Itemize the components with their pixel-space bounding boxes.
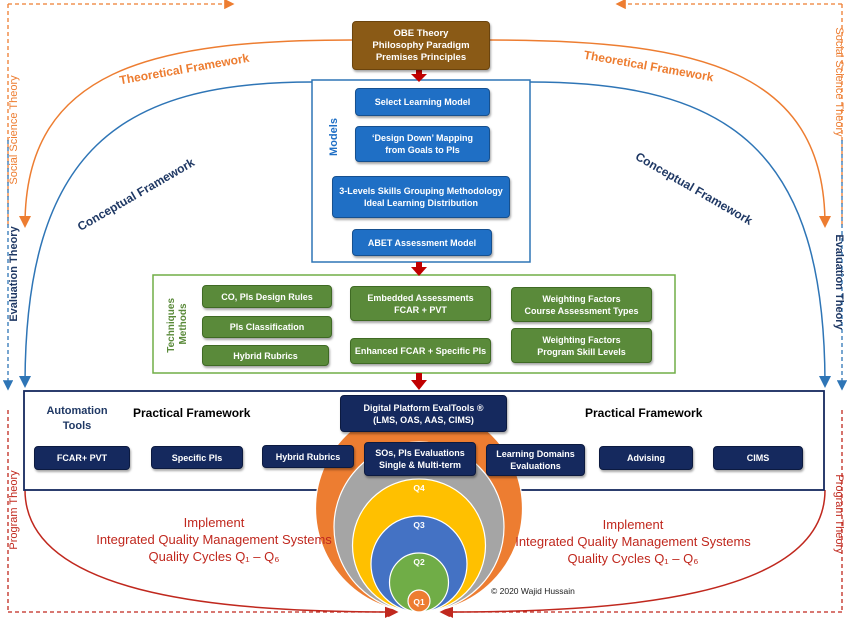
techniques-label-line1: Techniques [166, 298, 177, 353]
technique-pis-classification: PIs Classification [202, 316, 332, 338]
digital-platform-evaltools: Digital Platform EvalTools ® (LMS, OAS, … [340, 395, 507, 432]
model-select-learning: Select Learning Model [355, 88, 490, 116]
program-theory-left: Program Theory [8, 470, 20, 550]
social-science-theory-right: Social Science Theory [833, 27, 845, 137]
technique-hybrid-rubrics: Hybrid Rubrics [202, 345, 329, 366]
technique-weighting-course: Weighting Factors Course Assessment Type… [511, 287, 652, 322]
technique-embedded-assessments: Embedded Assessments FCAR + PVT [350, 286, 491, 321]
model-design-down-mapping: ‘Design Down’ Mapping from Goals to PIs [355, 126, 490, 162]
techniques-frame [152, 274, 676, 374]
models-label: Models [328, 118, 340, 156]
automation-tools-label: Automation Tools [46, 405, 108, 432]
theoretical-arc-left [19, 39, 353, 228]
implement-right-line1: Implement [602, 517, 664, 532]
conceptual-framework-right: Conceptual Framework [633, 149, 755, 228]
tool-specific-pis: Specific PIs [151, 446, 243, 469]
social-science-theory-left: Social Science Theory [8, 75, 20, 185]
implement-left-line1: Implement [183, 515, 245, 530]
model-abet-assessment: ABET Assessment Model [352, 229, 492, 256]
program-theory-right: Program Theory [833, 474, 845, 554]
program-arc-left [24, 489, 397, 618]
quality-cycle-label-q1: Q1 [413, 597, 425, 607]
theoretical-framework-right: Theoretical Framework [583, 48, 715, 85]
technique-co-pis-design-rules: CO, PIs Design Rules [202, 285, 332, 308]
techniques-label: Techniques Methods [166, 295, 189, 353]
flow-arrow-2 [411, 262, 427, 276]
copyright-text: © 2020 Wajid Hussain [491, 586, 575, 596]
tool-advising: Advising [599, 446, 693, 470]
conceptual-arc-left [19, 81, 313, 388]
tool-hybrid-rubrics: Hybrid Rubrics [262, 445, 354, 468]
tool-cims: CIMS [713, 446, 803, 470]
implement-right-line3: Quality Cycles Q₁ – Q₆ [567, 551, 699, 566]
tool-sos-pis-evaluations: SOs, PIs Evaluations Single & Multi-term [364, 442, 476, 476]
tool-fcar-pvt: FCAR+ PVT [34, 446, 130, 470]
quality-cycle-label-q2: Q2 [413, 557, 425, 567]
conceptual-arc-right [529, 81, 831, 388]
practical-framework-right: Practical Framework [585, 406, 703, 420]
implement-right-line2: Integrated Quality Management Systems [515, 534, 751, 549]
implement-text-right: Implement Integrated Quality Management … [503, 516, 763, 567]
obe-theory-box: OBE Theory Philosophy Paradigm Premises … [352, 21, 490, 70]
program-arc-right [441, 489, 826, 618]
implement-left-line2: Integrated Quality Management Systems [96, 532, 332, 547]
flow-arrow-3 [411, 373, 427, 390]
quality-cycle-label-q3: Q3 [413, 520, 425, 530]
techniques-label-line2: Methods [178, 303, 189, 345]
conceptual-framework-left: Conceptual Framework [75, 155, 197, 234]
technique-enhanced-fcar: Enhanced FCAR + Specific PIs [350, 338, 491, 364]
theoretical-framework-left: Theoretical Framework [118, 51, 250, 88]
technique-weighting-program: Weighting Factors Program Skill Levels [511, 328, 652, 363]
model-skills-grouping: 3-Levels Skills Grouping Methodology Ide… [332, 176, 510, 218]
quality-cycle-label-q4: Q4 [413, 483, 425, 493]
evaluation-theory-right: Evaluation Theory [833, 234, 845, 330]
implement-text-left: Implement Integrated Quality Management … [84, 514, 344, 565]
flow-arrow-1 [411, 68, 427, 82]
practical-framework-left: Practical Framework [133, 406, 251, 420]
quality-cycle-ring-q1 [407, 589, 431, 613]
evaluation-theory-left: Evaluation Theory [8, 225, 20, 321]
implement-left-line3: Quality Cycles Q₁ – Q₆ [148, 549, 280, 564]
theoretical-arc-right [489, 39, 831, 228]
tool-learning-domains: Learning Domains Evaluations [486, 444, 585, 476]
quality-cycles-graphic: Q6Q5Q4Q3Q2Q1 [314, 404, 524, 613]
